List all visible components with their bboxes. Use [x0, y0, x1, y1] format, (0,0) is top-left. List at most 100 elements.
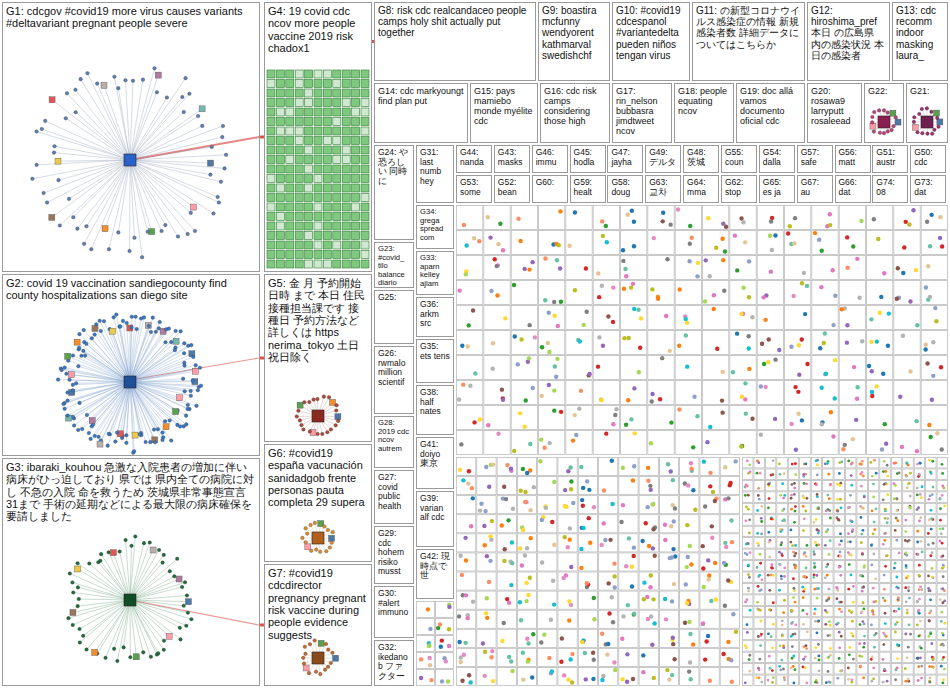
vertex-dot — [851, 437, 855, 441]
vertex-dot — [157, 548, 161, 552]
small-group-box — [599, 648, 618, 666]
vertex-dot — [190, 617, 194, 621]
grid-vertex — [314, 194, 322, 202]
small-group-box — [639, 515, 658, 533]
vertex-dot — [759, 433, 763, 437]
small-group-box — [867, 306, 893, 330]
vertex-dot — [688, 242, 692, 246]
small-group-box — [680, 496, 699, 514]
vertex-dot — [939, 365, 943, 369]
hub-icon — [124, 594, 136, 606]
vertex-dot — [611, 320, 615, 324]
vertex-dot — [621, 503, 625, 507]
avatar-icon — [176, 576, 182, 582]
vertex-dot — [706, 634, 710, 638]
cluster-edge — [130, 382, 163, 437]
small-group-box — [648, 231, 674, 255]
vertex-dot — [750, 315, 754, 319]
avatar-icon — [177, 395, 183, 401]
vertex-dot — [327, 396, 331, 400]
cluster-edge — [130, 126, 202, 160]
small-group-box — [538, 515, 557, 533]
vertex-dot — [689, 562, 693, 566]
vertex-dot — [82, 242, 86, 246]
vertex-dot — [173, 575, 177, 579]
small-group-box — [517, 515, 536, 533]
hub-icon — [124, 376, 136, 388]
vertex-dot — [651, 527, 655, 531]
hub-icon — [921, 116, 933, 128]
cluster-edge — [130, 600, 188, 613]
vertex-dot — [937, 125, 941, 129]
vertex-dot — [723, 465, 727, 469]
vertex-dot — [563, 488, 567, 492]
vertex-dot — [135, 327, 139, 331]
vertex-dot — [90, 337, 94, 341]
vertex-dot — [297, 409, 301, 413]
small-group-box — [484, 381, 510, 405]
avatar-icon — [335, 414, 341, 420]
cluster-edge — [78, 600, 130, 606]
small-group-box — [539, 256, 565, 280]
grid-vertex — [361, 127, 369, 135]
small-group-box — [659, 496, 678, 514]
small-group-box — [921, 406, 947, 430]
small-group-box — [511, 281, 537, 305]
avatar-icon — [329, 535, 335, 541]
vertex-dot — [672, 519, 676, 523]
grid-vertex — [361, 146, 369, 154]
small-group-box — [785, 331, 811, 355]
vertex-dot — [323, 668, 327, 672]
vertex-dot — [216, 195, 220, 199]
small-group-box — [619, 553, 638, 571]
small-group-box — [539, 356, 565, 380]
small-group-box — [757, 406, 783, 430]
vertex-dot — [555, 357, 559, 361]
cluster-edge — [130, 331, 176, 382]
cluster-edge — [130, 160, 221, 182]
vertex-dot — [82, 349, 86, 353]
avatar-icon — [208, 160, 214, 166]
grid-vertex — [305, 260, 313, 268]
cluster-edge — [130, 366, 185, 382]
small-group-box — [457, 477, 476, 495]
vertex-dot — [181, 95, 185, 99]
vertex-dot — [329, 428, 333, 432]
grid-vertex — [352, 137, 360, 145]
vertex-dot — [859, 219, 863, 223]
avatar-icon — [890, 110, 896, 116]
cluster-edge — [37, 160, 130, 165]
vertex-dot — [688, 544, 692, 548]
vertex-dot — [931, 340, 935, 344]
grid-vertex — [342, 108, 350, 116]
vertex-dot — [574, 433, 578, 437]
vertex-dot — [304, 541, 308, 545]
vertex-dot — [62, 402, 66, 406]
vertex-dot — [161, 561, 165, 565]
cluster-edge — [73, 160, 130, 217]
grid-vertex — [352, 127, 360, 135]
vertex-dot — [917, 112, 921, 116]
small-group-box — [867, 256, 893, 280]
small-group-box — [680, 610, 699, 628]
small-group-box — [511, 406, 537, 430]
vertex-dot — [650, 399, 654, 403]
vertex-dot — [193, 229, 197, 233]
vertex-dot — [501, 398, 505, 402]
vertex-dot — [585, 479, 589, 483]
vertex-dot — [485, 554, 489, 558]
vertex-dot — [923, 343, 927, 347]
vertex-dot — [76, 604, 80, 608]
vertex-dot — [85, 413, 89, 417]
vertex-dot — [708, 425, 712, 429]
vertex-dot — [743, 240, 747, 244]
small-group-box — [785, 356, 811, 380]
vertex-dot — [148, 440, 152, 444]
grid-vertex — [276, 99, 284, 107]
vertex-dot — [687, 259, 691, 263]
vertex-dot — [138, 433, 142, 437]
vertex-dot — [460, 679, 464, 683]
vertex-dot — [604, 431, 608, 435]
vertex-dot — [934, 319, 938, 323]
vertex-dot — [712, 293, 716, 297]
